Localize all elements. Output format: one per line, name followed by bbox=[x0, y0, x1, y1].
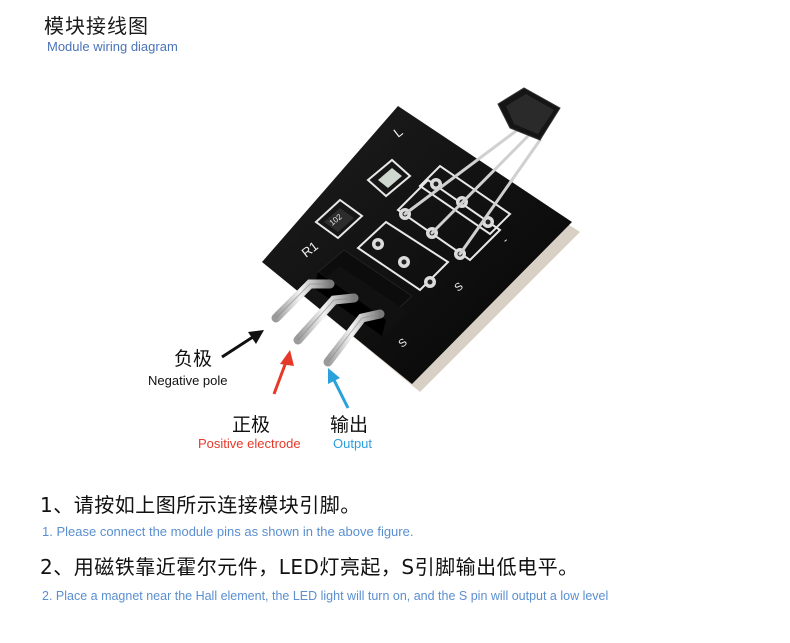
header-pins bbox=[271, 279, 385, 367]
instruction-1-zh: 1、请按如上图所示连接模块引脚。 bbox=[40, 493, 361, 517]
pin-label-output-en: Output bbox=[333, 436, 373, 451]
pin-label-negative-zh: 负极 bbox=[174, 348, 213, 370]
page-subtitle: Module wiring diagram bbox=[47, 39, 178, 54]
instruction-1-en: 1. Please connect the module pins as sho… bbox=[42, 524, 414, 539]
pin-label-output-zh: 输出 bbox=[330, 414, 369, 436]
pin-label-positive-en: Positive electrode bbox=[198, 436, 301, 451]
wiring-diagram: 102 R1 L S S - bbox=[221, 87, 580, 409]
pin-label-negative-en: Negative pole bbox=[148, 373, 228, 388]
hall-sensor bbox=[497, 87, 561, 141]
instruction-2-en: 2. Place a magnet near the Hall element,… bbox=[42, 589, 609, 603]
pad-group-bottom bbox=[356, 220, 450, 292]
instruction-2-zh: 2、用磁铁靠近霍尔元件，LED灯亮起，S引脚输出低电平。 bbox=[40, 555, 579, 579]
pad-group-top bbox=[396, 164, 512, 262]
arrow-output bbox=[328, 368, 350, 409]
arrow-negative bbox=[221, 330, 264, 359]
pin-label-positive-zh: 正极 bbox=[232, 414, 271, 436]
hall-sensor-leads bbox=[403, 126, 542, 256]
page-title: 模块接线图 bbox=[44, 14, 149, 38]
arrow-positive bbox=[272, 350, 294, 395]
pcb-board bbox=[262, 106, 572, 384]
svg-text:-: - bbox=[500, 234, 511, 246]
